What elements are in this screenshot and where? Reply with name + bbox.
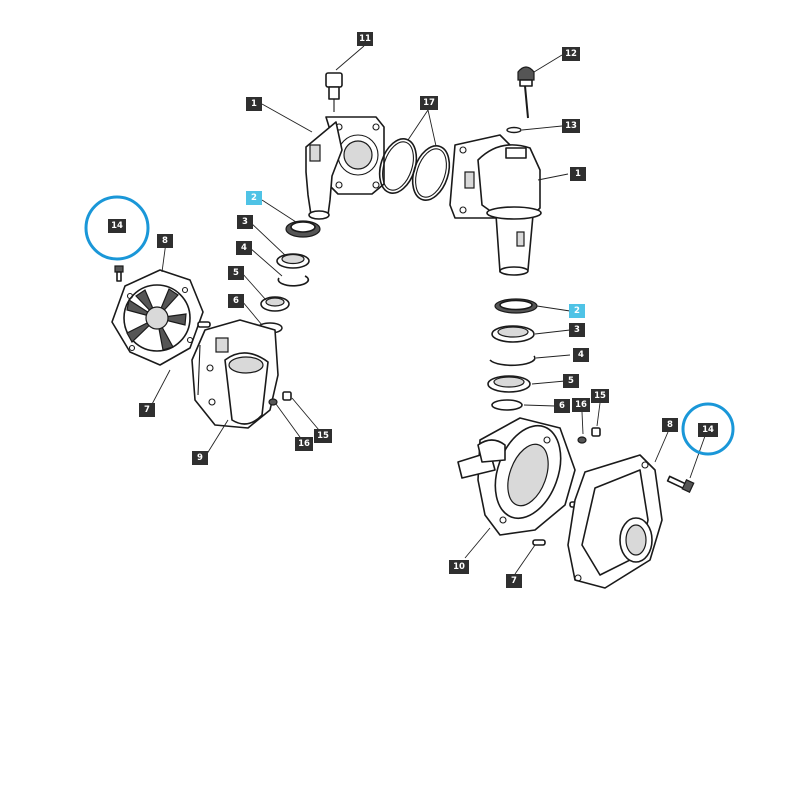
callout-1-left-text: 1: [251, 99, 257, 109]
part-5-bearing-left: [260, 296, 290, 312]
callout-14-right-text: 14: [702, 425, 714, 435]
callout-3-right-text: 3: [574, 325, 580, 335]
callout-4-right-text: 4: [578, 350, 584, 360]
callout-1-left[interactable]: 1: [246, 97, 262, 111]
highlight-circle-right: [681, 402, 735, 456]
callout-1-right-text: 1: [575, 169, 581, 179]
callout-2-left[interactable]: 2: [246, 191, 262, 205]
callout-9[interactable]: 9: [192, 451, 208, 465]
callout-11[interactable]: 11: [357, 32, 373, 46]
callout-8-right-text: 8: [667, 420, 673, 430]
part-14-bolt-left: [114, 265, 124, 282]
callout-15-left-text: 15: [317, 431, 329, 441]
part-17-o-rings: [378, 138, 451, 201]
callout-16-right[interactable]: 16: [572, 398, 590, 412]
callout-17-text: 17: [423, 98, 435, 108]
callout-2-left-text: 2: [251, 193, 257, 203]
callout-7-left-text: 7: [144, 405, 150, 415]
callout-7-right-text: 7: [511, 576, 517, 586]
callout-4-left-text: 4: [241, 243, 247, 253]
callout-6-right[interactable]: 6: [554, 399, 570, 413]
callout-13-text: 13: [565, 121, 577, 131]
part-15-plug-right: [591, 427, 601, 437]
callout-3-left-text: 3: [242, 217, 248, 227]
part-12-dipstick: [517, 66, 535, 119]
callout-13[interactable]: 13: [562, 119, 580, 133]
part-8-cover-right: [567, 454, 663, 589]
part-15-plug-left: [282, 391, 292, 401]
callout-14-right[interactable]: 14: [698, 423, 718, 437]
part-2-seal-left: [285, 220, 321, 238]
part-3-bearing-left: [276, 253, 310, 269]
callout-7-right[interactable]: 7: [506, 574, 522, 588]
callout-6-left-text: 6: [233, 296, 239, 306]
callout-14-left[interactable]: 14: [108, 219, 126, 233]
part-4-snap-ring-left: [277, 275, 310, 287]
part-16-washer-left: [268, 398, 278, 406]
part-11-breather-plug: [325, 72, 343, 112]
callout-3-right[interactable]: 3: [569, 323, 585, 337]
callout-5-left-text: 5: [233, 268, 239, 278]
callout-9-text: 9: [197, 453, 203, 463]
callout-8-left[interactable]: 8: [157, 234, 173, 248]
callout-6-right-text: 6: [559, 401, 565, 411]
callout-10-text: 10: [453, 562, 465, 572]
callout-5-right[interactable]: 5: [563, 374, 579, 388]
part-1-elbow-housing-left: [305, 116, 385, 220]
highlight-circle-left: [84, 195, 150, 261]
callout-15-right-text: 15: [594, 391, 606, 401]
part-13-seal-ring: [506, 126, 522, 134]
part-5-bearing-right: [487, 375, 531, 393]
part-7-dowel-pin-left: [197, 321, 211, 328]
callout-15-left[interactable]: 15: [314, 429, 332, 443]
part-8-cover-left: [111, 269, 204, 366]
part-1-elbow-housing-right: [449, 134, 542, 276]
callout-2-right-text: 2: [574, 306, 580, 316]
callout-4-left[interactable]: 4: [236, 241, 252, 255]
callout-15-right[interactable]: 15: [591, 389, 609, 403]
callout-10[interactable]: 10: [449, 560, 469, 574]
part-16-washer-right: [577, 436, 587, 444]
callout-5-right-text: 5: [568, 376, 574, 386]
part-10-gear-case: [457, 417, 576, 536]
callout-8-right[interactable]: 8: [662, 418, 678, 432]
part-2-seal-right: [494, 298, 538, 314]
part-9-gear-housing: [191, 319, 279, 429]
callout-1-right[interactable]: 1: [570, 167, 586, 181]
callout-5-left[interactable]: 5: [228, 266, 244, 280]
callout-16-left[interactable]: 16: [295, 437, 313, 451]
callout-6-left[interactable]: 6: [228, 294, 244, 308]
callout-3-left[interactable]: 3: [237, 215, 253, 229]
leader-lines: [149, 45, 706, 575]
part-14-bolt-right: [666, 475, 695, 494]
callout-12-text: 12: [565, 49, 577, 59]
callout-16-right-text: 16: [575, 400, 587, 410]
callout-11-text: 11: [359, 34, 371, 44]
callout-12[interactable]: 12: [562, 47, 580, 61]
callout-2-right[interactable]: 2: [569, 304, 585, 318]
part-3-bearing-right: [491, 325, 535, 343]
part-4-snap-ring-right: [489, 355, 536, 367]
callout-7-left[interactable]: 7: [139, 403, 155, 417]
part-6-shim-right: [491, 399, 523, 411]
callout-4-right[interactable]: 4: [573, 348, 589, 362]
callout-14-left-text: 14: [111, 221, 123, 231]
callout-17[interactable]: 17: [420, 96, 438, 110]
callout-16-left-text: 16: [298, 439, 310, 449]
callout-8-left-text: 8: [162, 236, 168, 246]
